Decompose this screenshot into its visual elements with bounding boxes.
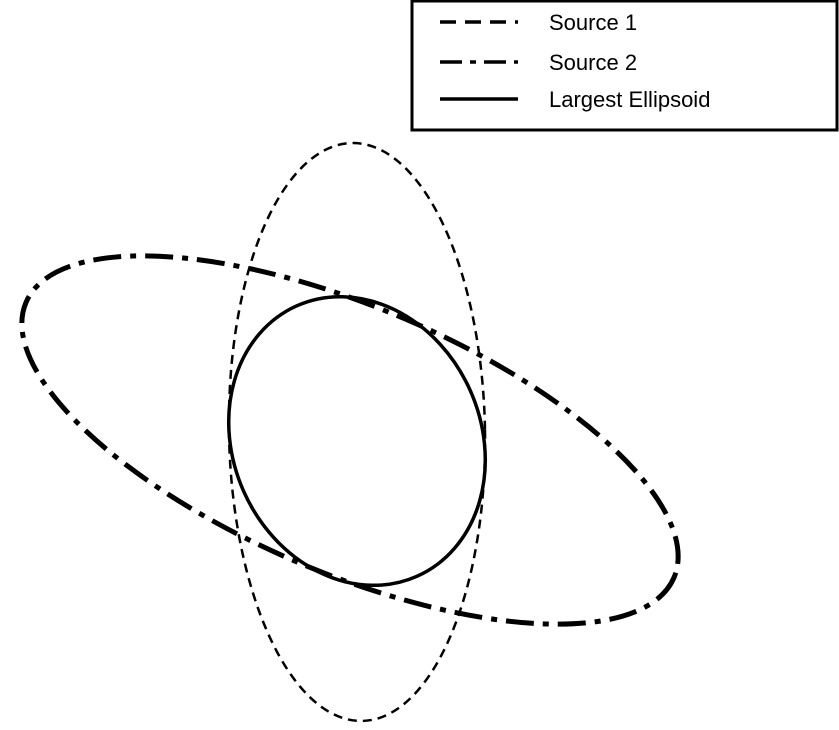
source-2-ellipse xyxy=(19,253,681,627)
legend-label-largest-ellipsoid: Largest Ellipsoid xyxy=(549,87,710,112)
legend-label-source-1: Source 1 xyxy=(549,10,637,35)
legend-label-source-2: Source 2 xyxy=(549,50,637,75)
legend: Source 1 Source 2 Largest Ellipsoid xyxy=(410,0,839,132)
legend-item-source-1: Source 1 xyxy=(440,10,637,35)
legend-item-source-2: Source 2 xyxy=(440,50,637,75)
legend-box xyxy=(410,0,839,132)
largest-ellipsoid-ellipse xyxy=(226,294,488,588)
legend-item-largest-ellipsoid: Largest Ellipsoid xyxy=(440,87,710,112)
source-1-ellipse xyxy=(227,141,487,723)
